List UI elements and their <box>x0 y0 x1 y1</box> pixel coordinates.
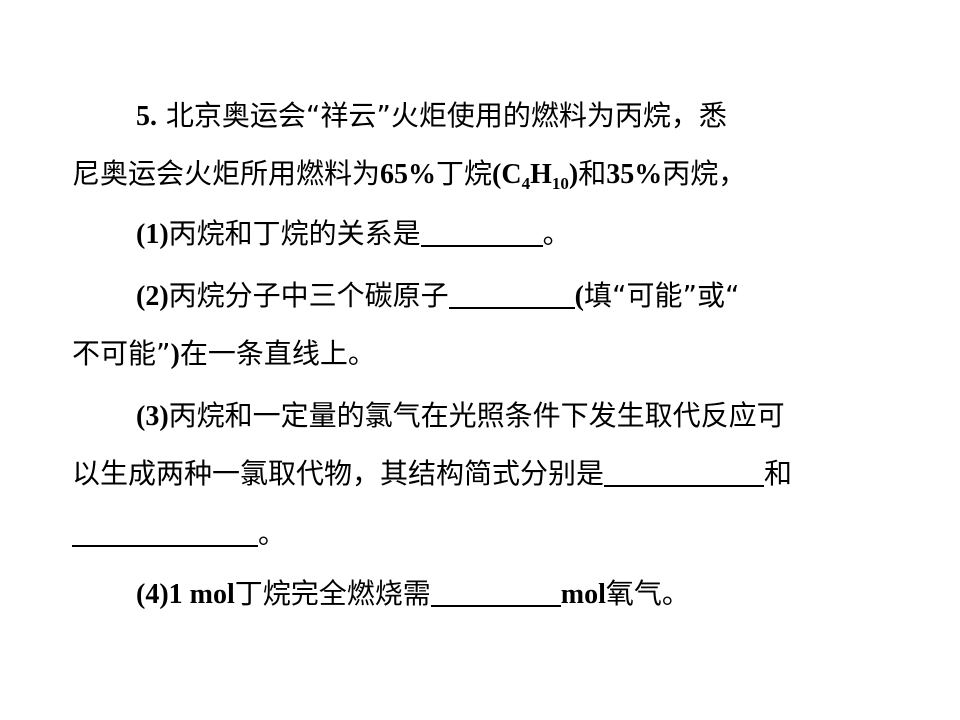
part-2-answer-blank[interactable] <box>448 277 575 309</box>
formula-close: ) <box>568 159 579 190</box>
part-1-label: (1) <box>136 219 169 250</box>
part-3-line-2: 以生成两种一氯取代物，其结构简式分别是 和 <box>72 450 892 498</box>
part-2-paren-open: ( <box>574 281 584 312</box>
part-4-label: (4) <box>136 579 169 610</box>
question-intro-text-1: 北京奥运会“祥云”火炬使用的燃料为丙烷，悉 <box>165 99 727 132</box>
part-4-answer-blank[interactable] <box>430 575 561 607</box>
formula-hydrogen: H <box>530 159 552 190</box>
part-4-line: (4)1 mol丁烷完全燃烧需 mol氧气。 <box>136 570 956 618</box>
part-2-label: (2) <box>136 281 169 312</box>
part-3-label: (3) <box>136 401 169 432</box>
part-4-amount: 1 mol <box>168 579 235 610</box>
propane-tail: 丙烷， <box>662 157 747 190</box>
part-1-answer-blank[interactable] <box>420 215 543 247</box>
part-3-answer-blank-1[interactable] <box>604 455 765 487</box>
propane-percentage: 35% <box>606 159 663 190</box>
part-1-text: 丙烷和丁烷的关系是 <box>168 217 421 250</box>
question-number: 5 <box>136 101 150 132</box>
part-3-answer-blank-2[interactable] <box>72 515 258 547</box>
part-2-tail: 在一条直线上。 <box>179 337 376 370</box>
part-1-line: (1)丙烷和丁烷的关系是 。 <box>136 210 956 258</box>
question-stem-line-2: 尼奥运会火炬所用燃料为65%丁烷(C4H10)和35%丙烷， <box>72 150 892 198</box>
part-3-text-1: 丙烷和一定量的氯气在光照条件下发生取代反应可 <box>168 399 785 432</box>
part-4-text: 丁烷完全燃烧需 <box>234 577 431 610</box>
part-3-and-word: 和 <box>764 457 793 490</box>
part-4-unit: mol <box>560 579 606 610</box>
butane-word: 丁烷 <box>436 157 493 190</box>
part-2-line-2: 不可能”)在一条直线上。 <box>72 330 892 378</box>
part-3-line-3: 。 <box>72 510 892 558</box>
butane-percentage: 65% <box>380 159 437 190</box>
question-intro-text-2: 尼奥运会火炬所用燃料为 <box>72 157 381 190</box>
question-number-separator: . <box>150 101 157 132</box>
formula-subscript-hydrogen: 10 <box>551 174 569 193</box>
part-2-paren-close: ) <box>170 339 180 370</box>
part-3-end: 。 <box>258 517 287 550</box>
part-2-hint-2: 不可能” <box>72 337 171 370</box>
part-4-tail: 氧气。 <box>605 577 690 610</box>
part-2-hint-1: 填“可能”或“ <box>584 279 740 312</box>
formula-open: (C <box>492 159 522 190</box>
formula-subscript-carbon: 4 <box>521 174 531 193</box>
and-word: 和 <box>578 157 607 190</box>
part-3-line-1: (3)丙烷和一定量的氯气在光照条件下发生取代反应可 <box>136 392 956 440</box>
part-2-line-1: (2)丙烷分子中三个碳原子 (填“可能”或“ <box>136 272 956 320</box>
question-stem-line-1: 5. 北京奥运会“祥云”火炬使用的燃料为丙烷，悉 <box>136 92 956 140</box>
part-3-text-2: 以生成两种一氯取代物，其结构简式分别是 <box>72 457 605 490</box>
part-1-end: 。 <box>542 217 571 250</box>
part-2-text: 丙烷分子中三个碳原子 <box>168 279 449 312</box>
